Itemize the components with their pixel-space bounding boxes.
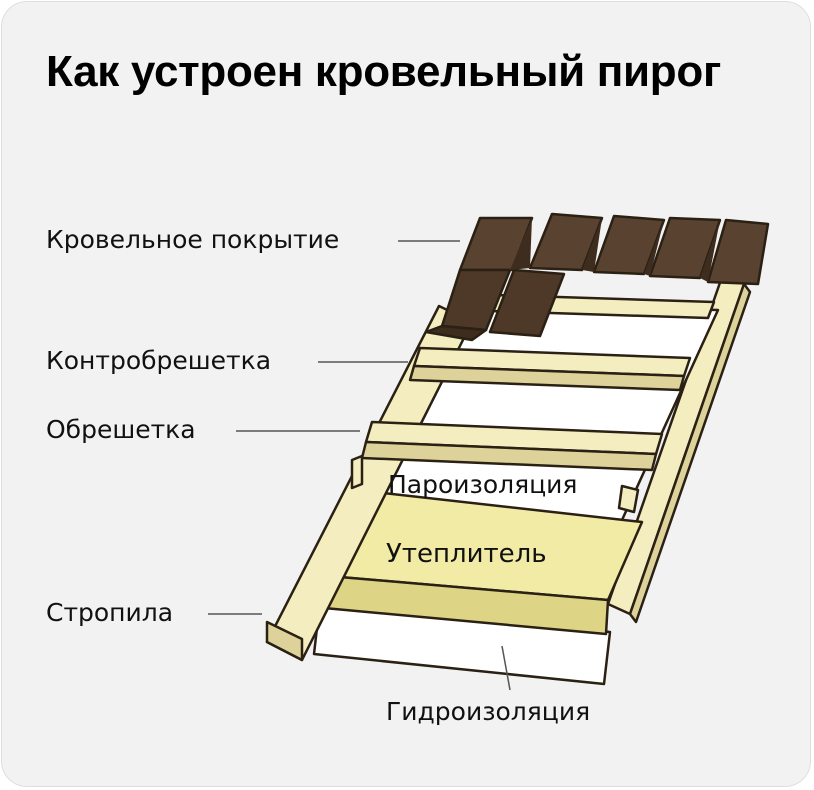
label-insulation: Утеплитель: [386, 539, 547, 569]
batten-lower-front: [360, 440, 658, 472]
roof-tile-back-5: [706, 218, 770, 286]
label-batten: Обрешетка: [46, 415, 196, 444]
label-vapor-barrier: Пароизоляция: [388, 470, 578, 499]
roof-tile-back-1: [458, 216, 534, 272]
batten-stub-left: [350, 454, 364, 490]
label-rafters: Стропила: [46, 598, 174, 627]
roof-tile-fold-1: [510, 218, 532, 270]
label-roofing: Кровельное покрытие: [46, 225, 340, 254]
leader-waterproofing: [501, 645, 511, 691]
page-title: Как устроен кровельный пирог: [46, 47, 721, 96]
rafter-left-end: [265, 620, 304, 662]
label-counter-batten: Контробрешетка: [46, 346, 272, 375]
label-waterproofing: Гидроизоляция: [386, 697, 591, 726]
roof-tile-fold-2: [582, 218, 602, 272]
batten-middle-front: [408, 364, 686, 392]
roof-tile-edge: [424, 324, 488, 342]
rafter-right-side: [628, 282, 752, 624]
roof-tile-fold-4: [700, 220, 720, 282]
roof-tile-front-2: [488, 268, 566, 338]
batten-stub-right: [617, 484, 640, 514]
roof-tile-fold-3: [644, 220, 664, 276]
